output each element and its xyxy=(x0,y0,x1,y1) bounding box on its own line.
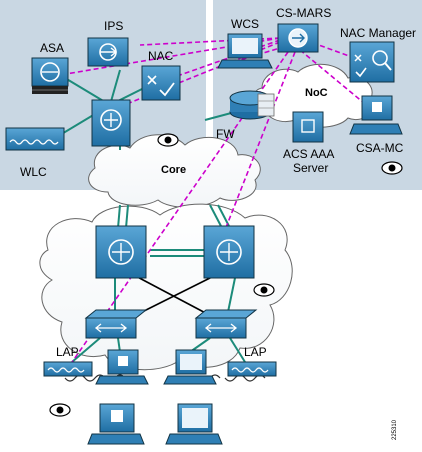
label-asa: ASA xyxy=(40,41,64,55)
access-point-left-icon xyxy=(43,361,93,377)
csa-mc-workstation-icon xyxy=(349,95,403,135)
access-switch-right-icon xyxy=(194,309,258,339)
laptop-icon xyxy=(165,403,223,445)
label-acs-line1: ACS AAA xyxy=(283,147,334,161)
label-csa-mc: CSA-MC xyxy=(356,141,404,155)
label-wcs: WCS xyxy=(231,17,259,31)
eye-icon xyxy=(381,161,403,175)
label-ips: IPS xyxy=(104,19,123,33)
label-fw: FW xyxy=(216,127,235,141)
label-lap-right: LAP xyxy=(244,345,267,359)
cs-mars-icon xyxy=(277,23,319,53)
eye-icon xyxy=(49,403,71,417)
label-noc: NoC xyxy=(305,87,328,99)
label-cs-mars: CS-MARS xyxy=(276,6,331,20)
switch-icon xyxy=(91,99,131,147)
eye-icon xyxy=(157,133,179,147)
figure-id: 225310 xyxy=(392,419,398,440)
access-point-right-icon xyxy=(227,361,277,377)
label-nac-manager: NAC Manager xyxy=(340,26,416,40)
wlc-icon xyxy=(5,127,65,151)
access-switch-left-icon xyxy=(84,309,148,339)
label-nac: NAC xyxy=(148,49,174,63)
laptop-icon xyxy=(87,403,145,445)
eye-icon xyxy=(253,283,275,297)
ips-icon xyxy=(87,37,129,67)
acs-server-icon xyxy=(292,111,324,143)
laptop-icon xyxy=(95,349,149,385)
nac-manager-icon xyxy=(349,41,395,83)
campus-links xyxy=(54,69,251,363)
router-icon xyxy=(229,90,275,120)
laptop-icon xyxy=(163,349,217,385)
label-wlc: WLC xyxy=(20,165,47,179)
asa-firewall-icon xyxy=(31,57,69,94)
label-core: Core xyxy=(161,164,186,176)
wcs-laptop-icon xyxy=(217,33,273,69)
core-switch-left-icon xyxy=(95,225,147,279)
nac-appliance-icon xyxy=(141,65,181,101)
label-lap-left: LAP xyxy=(56,345,79,359)
label-acs-line2: Server xyxy=(293,161,328,175)
core-switch-right-icon xyxy=(203,225,255,279)
